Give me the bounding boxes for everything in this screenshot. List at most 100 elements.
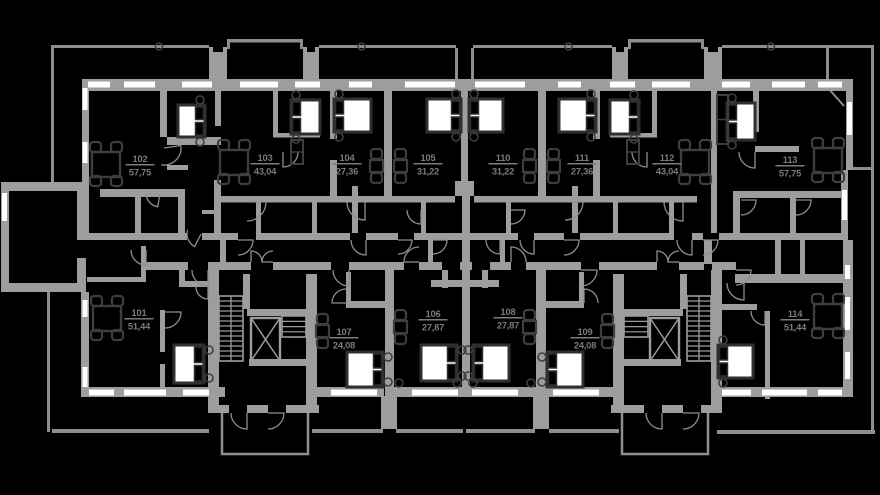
door-opening bbox=[251, 262, 273, 270]
thin-layer bbox=[47, 39, 875, 456]
window bbox=[475, 81, 525, 88]
door-opening bbox=[188, 262, 208, 270]
wall-segment bbox=[628, 39, 631, 49]
chair-icon bbox=[546, 147, 561, 161]
bed-pillow bbox=[718, 346, 729, 361]
bed-pillow bbox=[547, 370, 558, 386]
bed-105 bbox=[425, 97, 463, 134]
bedside-table-icon bbox=[537, 352, 547, 362]
wall-segment bbox=[160, 80, 167, 137]
dining-111 bbox=[545, 158, 562, 174]
wall-segment bbox=[613, 274, 624, 413]
dining-105 bbox=[392, 158, 409, 174]
bed-111 bbox=[557, 97, 598, 134]
wall-segment bbox=[167, 165, 188, 170]
wall-segment bbox=[82, 91, 89, 238]
apartment-number: 103 bbox=[258, 153, 273, 163]
vestibule-door bbox=[432, 239, 448, 255]
wall-segment bbox=[243, 274, 250, 309]
wall-segment bbox=[77, 182, 86, 240]
wall-segment bbox=[100, 189, 185, 197]
apartment-area: 31,22 bbox=[417, 167, 439, 177]
door-opening bbox=[674, 233, 692, 240]
chair-icon bbox=[522, 147, 537, 161]
wall-segment bbox=[711, 270, 722, 413]
window bbox=[331, 389, 377, 396]
wall-segment bbox=[680, 274, 687, 309]
wall-segment bbox=[51, 45, 54, 184]
door-arc-103-hall bbox=[246, 201, 267, 222]
entry-113 bbox=[702, 239, 719, 256]
apartment-area: 51,44 bbox=[128, 322, 151, 332]
wall-segment bbox=[541, 301, 584, 308]
door-arc-107-bath bbox=[331, 288, 347, 304]
door-arc-111-hall bbox=[564, 201, 584, 221]
wall-segment bbox=[593, 160, 600, 200]
wall-segment bbox=[466, 429, 535, 433]
door-arc-102-bath bbox=[145, 192, 161, 208]
bedside-table-icon bbox=[727, 140, 737, 150]
door-opening bbox=[229, 405, 247, 413]
wall-segment bbox=[77, 258, 86, 292]
chair-icon bbox=[810, 136, 825, 150]
chair-icon bbox=[831, 136, 846, 150]
door-opening bbox=[657, 262, 679, 270]
wall-segment bbox=[468, 280, 499, 287]
core-door bbox=[656, 250, 669, 263]
door-opening bbox=[404, 262, 419, 270]
wall-segment bbox=[319, 45, 456, 48]
elevator-icon bbox=[648, 316, 681, 363]
bed-pillow bbox=[446, 363, 457, 380]
wall-segment bbox=[178, 197, 185, 233]
door-arc-112-hall bbox=[663, 201, 684, 222]
chair-icon bbox=[810, 292, 825, 306]
wall-segment bbox=[536, 270, 546, 396]
entry-111 bbox=[563, 239, 580, 256]
window bbox=[818, 81, 842, 88]
bedside-table-icon bbox=[334, 89, 344, 99]
wall-segment bbox=[81, 292, 89, 397]
entry-109 bbox=[580, 269, 598, 287]
chair-icon bbox=[677, 138, 692, 152]
window bbox=[183, 389, 209, 396]
door-opening bbox=[644, 405, 662, 413]
bed-pillow bbox=[718, 362, 729, 377]
bed-pillow bbox=[469, 100, 480, 115]
bedside-table-icon bbox=[451, 89, 461, 99]
wall-segment bbox=[735, 274, 847, 283]
bed-pillow bbox=[628, 101, 639, 117]
window bbox=[818, 389, 842, 396]
dining-101 bbox=[91, 304, 123, 333]
dining-107 bbox=[314, 323, 331, 339]
chair-icon bbox=[369, 171, 384, 185]
chair-icon bbox=[315, 336, 330, 350]
apartment-area: 43,04 bbox=[656, 167, 679, 177]
bedside-table-icon bbox=[586, 132, 596, 142]
bedside-table-icon bbox=[204, 373, 214, 383]
labels-layer: 10151,4410257,7510343,0410427,3610531,22… bbox=[124, 153, 810, 351]
window bbox=[845, 297, 850, 330]
wall-segment bbox=[428, 240, 433, 262]
window bbox=[553, 389, 599, 396]
bedside-table-icon bbox=[629, 90, 639, 100]
wall-segment bbox=[718, 304, 757, 310]
apartment-area: 57,75 bbox=[779, 169, 801, 179]
bedside-table-icon bbox=[291, 90, 301, 100]
wall-segment bbox=[215, 79, 221, 126]
apartment-number: 102 bbox=[133, 154, 148, 164]
window bbox=[82, 88, 88, 110]
line-mark bbox=[250, 317, 281, 362]
window bbox=[82, 142, 88, 163]
wall-segment bbox=[52, 429, 209, 433]
pipe-icon bbox=[452, 378, 462, 388]
window bbox=[295, 81, 320, 88]
chair-icon bbox=[522, 171, 537, 185]
